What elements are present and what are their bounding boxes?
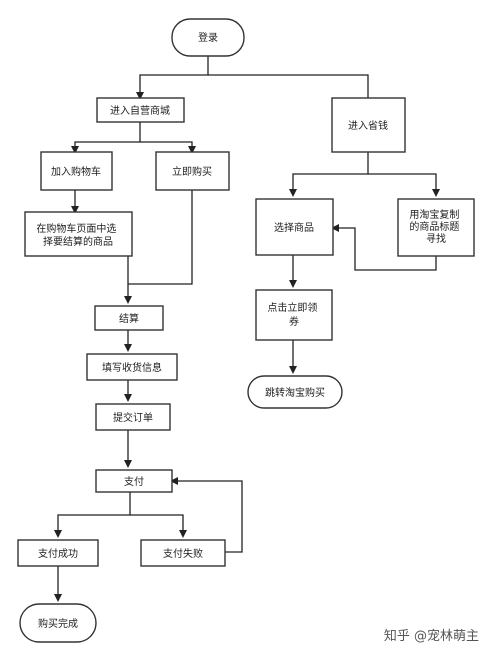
node-enter-mall: 进入自营商城 [96,97,185,123]
node-pay: 支付 [95,469,173,493]
node-jump-taobao-label: 跳转淘宝购买 [265,386,325,399]
node-select-in-cart-line-2: 择要结算的商品 [43,235,113,248]
node-submit-order-label: 提交订单 [113,411,153,424]
node-click-coupon-line-1: 点击立即领 [267,301,317,314]
edge-login-to-save [208,74,369,98]
node-taobao-copy-line-2: 的商品标题 [409,220,459,233]
node-select-goods-label: 选择商品 [274,221,314,234]
node-add-to-cart: 加入购物车 [40,151,113,191]
watermark: 知乎 @宠林萌主 [383,629,479,644]
node-purchase-done-label: 购买完成 [38,617,78,630]
node-purchase-done: 购买完成 [19,603,97,643]
svg-text:点击立即领 券: 点击立即领 券 [267,301,320,328]
node-taobao-copy-line-3: 寻找 [426,232,446,245]
node-fill-shipping-label: 填写收货信息 [102,361,162,374]
node-pay-success-label: 支付成功 [38,547,78,560]
node-add-to-cart-label: 加入购物车 [51,165,101,178]
edge-mall-split-left [71,122,141,154]
node-pay-fail: 支付失败 [140,539,226,567]
node-enter-save-label: 进入省钱 [348,119,388,132]
edge-mall-split-right [140,141,196,154]
node-pay-success: 支付成功 [17,539,99,567]
node-click-coupon: 点击立即领 券 [255,289,333,341]
node-fill-shipping: 填写收货信息 [86,353,178,381]
node-jump-taobao: 跳转淘宝购买 [247,375,343,409]
edge-save-split-right [368,173,440,197]
svg-text:在购物车页面中选 择要结算的商品: 在购物车页面中选 择要结算的商品 [36,222,119,248]
node-taobao-copy-line-1: 用淘宝复制 [409,208,459,221]
node-click-coupon-line-2: 券 [289,315,299,328]
node-select-in-cart-line-1: 在购物车页面中选 [36,222,116,235]
edge-buynow-to-checkout [128,190,193,285]
node-buy-now: 立即购买 [155,151,230,191]
node-select-goods: 选择商品 [255,198,334,256]
edge-login-split [136,56,209,100]
edges [54,56,440,602]
node-pay-fail-label: 支付失败 [163,547,203,560]
node-submit-order: 提交订单 [95,403,171,431]
node-checkout-label: 结算 [119,312,139,325]
edge-fail-retry [170,477,243,553]
node-checkout: 结算 [94,305,164,331]
node-select-in-cart: 在购物车页面中选 择要结算的商品 [24,211,133,257]
edge-pay-split-left [54,492,131,538]
node-enter-save: 进入省钱 [331,97,406,153]
edge-copy-to-select [331,224,437,271]
svg-text:用淘宝复制 的商品标题 寻找: 用淘宝复制 的商品标题 寻找 [409,208,462,245]
node-buy-now-label: 立即购买 [172,165,212,178]
node-login: 登录 [171,18,245,57]
node-taobao-copy: 用淘宝复制 的商品标题 寻找 [397,198,475,257]
edge-save-split-left [289,152,369,197]
node-enter-mall-label: 进入自营商城 [110,104,170,117]
node-login-label: 登录 [198,31,218,44]
node-pay-label: 支付 [124,475,144,488]
edge-pay-split-right [130,514,187,538]
